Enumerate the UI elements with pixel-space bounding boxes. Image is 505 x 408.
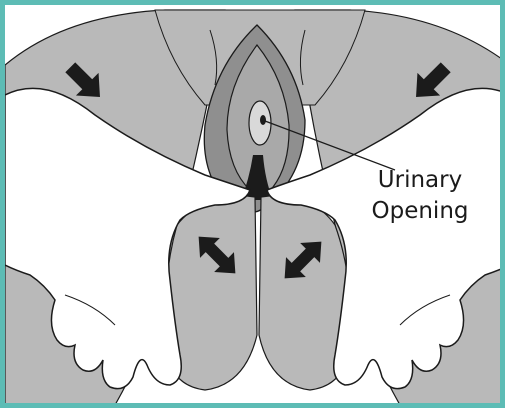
label-line-2: Opening — [355, 196, 485, 227]
clitoral-hood — [249, 101, 271, 145]
urinary-opening-marker — [260, 115, 266, 125]
urinary-opening-label: Urinary Opening — [355, 165, 485, 227]
label-line-1: Urinary — [355, 165, 485, 196]
